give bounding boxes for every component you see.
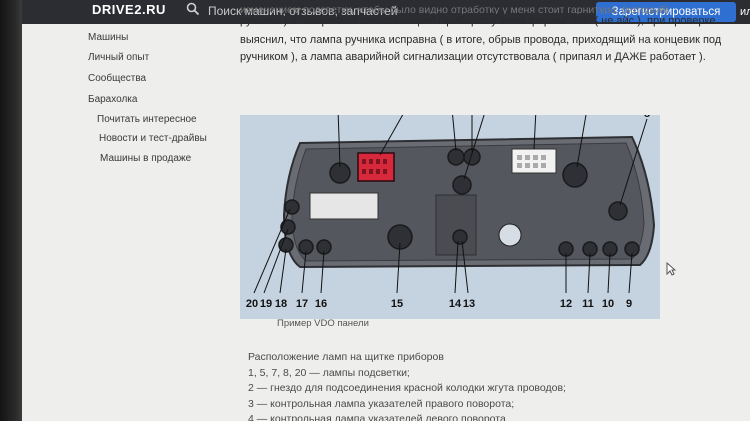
legend-item-3: 3 — контрольная лампа указателей правого… — [248, 397, 515, 410]
article-line-3: ручником ), а лампа аварийной сигнализац… — [240, 51, 706, 63]
article-paragraph: изменением подсветки, чтобы было видно о… — [240, 4, 745, 66]
legend-item-1: 1, 5, 7, 8, 20 — лампы подсветки; — [248, 366, 410, 379]
figure-caption: Пример VDO панели — [277, 318, 369, 329]
sidebar-item-interesting-reading[interactable]: Почитать интересное — [97, 114, 197, 125]
search-icon — [186, 2, 200, 16]
lamp-legend: Расположение ламп на щитке приборов 1, 5… — [248, 350, 728, 421]
legend-item-2: 2 — гнездо для подсоединения красной кол… — [248, 382, 566, 394]
figure-label-8: 8 — [644, 115, 650, 120]
figure-label-10: 10 — [602, 298, 614, 310]
figure-label-15: 15 — [391, 298, 403, 310]
sidebar-item-cars-for-sale[interactable]: Машины в продаже — [100, 153, 192, 164]
article-line-1: ручника ) и "аварийной сигнализации" При… — [240, 15, 716, 27]
login-link[interactable]: или во — [740, 6, 750, 18]
register-button[interactable]: Зарегистрироваться — [596, 2, 736, 22]
figure-label-17: 17 — [296, 298, 308, 310]
mouse-cursor-icon — [666, 262, 676, 276]
sidebar-item-cars[interactable]: Машины — [88, 32, 129, 43]
search-input[interactable] — [208, 3, 508, 19]
sidebar-item-personal-experience[interactable]: Личный опыт — [88, 52, 150, 63]
figure-label-18: 18 — [275, 298, 287, 310]
figure-label-9: 9 — [626, 298, 632, 310]
figure-label-11: 11 — [582, 298, 594, 310]
instrument-panel-figure: 1 2 3 4 5 6 7 8 20 19 18 17 16 15 14 13 … — [240, 115, 660, 319]
figure-label-19: 19 — [260, 298, 272, 310]
figure-label-14: 14 — [449, 298, 462, 310]
sidebar-item-news-test-drives[interactable]: Новости и тест-драйвы — [99, 133, 207, 144]
figure-label-16: 16 — [315, 298, 327, 310]
top-navigation-bar: DRIVE2.RU Зарегистрироваться или во — [22, 0, 750, 24]
sidebar-navigation: Машины Личный опыт Сообщества Барахолка … — [88, 30, 228, 164]
sidebar-item-flea-market[interactable]: Барахолка — [88, 94, 138, 105]
article-line-clipped: изменением подсветки, чтобы было видно о… — [240, 4, 669, 14]
instrument-panel-diagram: 1 2 3 4 5 6 7 8 20 19 18 17 16 15 14 13 … — [246, 115, 656, 310]
monitor-bezel — [0, 0, 22, 421]
figure-label-12: 12 — [560, 298, 572, 310]
sidebar-item-communities[interactable]: Сообщества — [88, 73, 147, 84]
figure-label-13: 13 — [463, 298, 475, 310]
legend-item-4: 4 — контрольная лампа указателей левого … — [248, 413, 506, 421]
figure-label-20: 20 — [246, 298, 258, 310]
legend-title: Расположение ламп на щитке приборов — [248, 351, 444, 363]
article-line-2: выяснил, что лампа ручника исправна ( в … — [240, 33, 722, 46]
site-logo[interactable]: DRIVE2.RU — [92, 2, 166, 17]
